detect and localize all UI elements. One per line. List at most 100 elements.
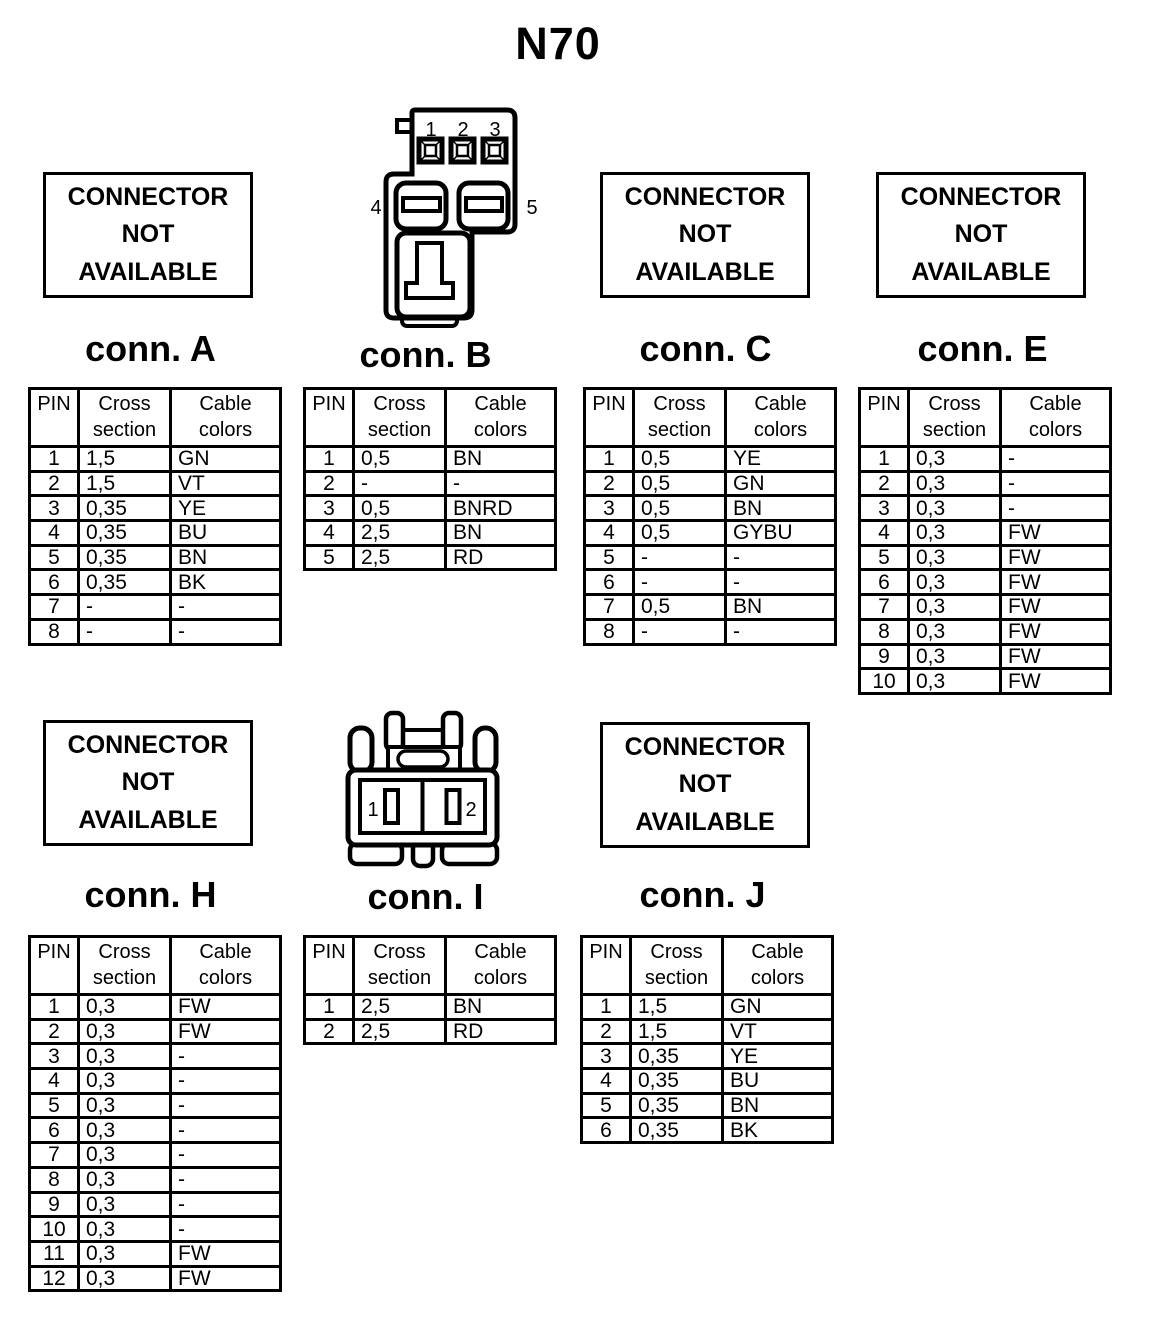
cross-section: 0,35 [629, 1091, 724, 1120]
cable-color: - [169, 617, 282, 646]
pin-number-label: 4 [370, 197, 381, 219]
pin-number: 5 [858, 543, 910, 572]
pin-row: 7-- [28, 593, 282, 621]
pin-number: 7 [28, 1141, 80, 1169]
connector-i-label: conn. I [367, 876, 484, 917]
pin-number-label: 1 [425, 119, 436, 141]
pin-row: 5-- [583, 543, 837, 572]
pin-number: 11 [28, 1239, 80, 1268]
cross-section: 0,35 [629, 1042, 724, 1071]
cross-section: 0,35 [629, 1116, 724, 1145]
cross-section: 0,35 [629, 1067, 724, 1095]
pin-number: 1 [858, 445, 910, 473]
cable-color: - [169, 1141, 282, 1169]
cable-color: GYBU [724, 519, 837, 547]
pin-number: 2 [580, 1017, 632, 1046]
pin-table-header-cross: Cross section [77, 387, 172, 448]
pin-table-header-pin: PIN [303, 387, 355, 448]
pin-number: 10 [28, 1215, 80, 1243]
pin-number: 8 [28, 1165, 80, 1194]
pin-terminal-1 [416, 136, 445, 165]
not-available-text: CONNECTOR NOT AVAILABLE [900, 182, 1062, 286]
pin-row: 8-- [28, 617, 282, 646]
pin-number: 1 [28, 993, 80, 1021]
pin-number: 7 [583, 593, 635, 621]
pin-number: 1 [303, 993, 355, 1021]
cable-color: VT [169, 469, 282, 498]
pin-number-label: 3 [489, 119, 500, 141]
pin-terminal-1 [383, 788, 400, 825]
cable-color: - [169, 593, 282, 621]
pin-number: 5 [580, 1091, 632, 1120]
cross-section: 0,3 [77, 1165, 172, 1194]
cross-section: 0,5 [632, 494, 727, 523]
not-available-text: CONNECTOR NOT AVAILABLE [624, 182, 786, 286]
pin-terminal-4 [393, 180, 449, 232]
pin-number: 4 [28, 519, 80, 547]
pin-table-header-cross: Cross section [352, 387, 447, 448]
cross-section: - [632, 568, 727, 597]
pin-number: 3 [28, 1042, 80, 1071]
cross-section: 0,3 [907, 568, 1002, 597]
cable-color: - [169, 1165, 282, 1194]
cross-section: 0,35 [77, 519, 172, 547]
connector-c-label: conn. C [639, 328, 772, 369]
pin-table-header-pin: PIN [858, 387, 910, 448]
pin-table-header-cable: Cable colors [169, 935, 282, 996]
pin-number: 7 [858, 593, 910, 621]
cable-color: GN [721, 993, 834, 1021]
pin-number: 5 [583, 543, 635, 572]
cross-section: 0,3 [907, 642, 1002, 671]
pin-number: 2 [303, 469, 355, 498]
cross-section: 1,5 [629, 1017, 724, 1046]
cable-color: BK [169, 568, 282, 597]
cable-color: GN [724, 469, 837, 498]
cable-color: FW [999, 617, 1112, 646]
cross-section: 0,3 [77, 1215, 172, 1243]
pin-number: 2 [583, 469, 635, 498]
keying-slot [394, 230, 473, 320]
cable-color: FW [999, 642, 1112, 671]
pin-number: 12 [28, 1264, 80, 1293]
cable-color: FW [169, 1264, 282, 1293]
cable-color: FW [169, 993, 282, 1021]
cable-color: BN [169, 543, 282, 572]
pin-number: 3 [580, 1042, 632, 1071]
pin-number: 4 [28, 1067, 80, 1095]
connector-b-drawing: 1 2 3 4 5 [370, 107, 538, 328]
cross-section: 0,3 [77, 1190, 172, 1219]
pin-number: 1 [580, 993, 632, 1021]
connector-a-label: conn. A [85, 328, 216, 369]
cross-section: 0,3 [77, 1067, 172, 1095]
cross-section: 0,3 [77, 1264, 172, 1293]
pin-number: 4 [303, 519, 355, 547]
cross-section: 0,3 [907, 593, 1002, 621]
cross-section: 0,3 [907, 543, 1002, 572]
pin-table-header-cable: Cable colors [721, 935, 834, 996]
pin-number-label: 1 [367, 799, 378, 821]
pin-number: 2 [303, 1017, 355, 1046]
connector-b-label: conn. B [359, 334, 492, 375]
cross-section: 0,5 [352, 445, 447, 473]
pin-number: 5 [28, 1091, 80, 1120]
cable-color: - [169, 1215, 282, 1243]
